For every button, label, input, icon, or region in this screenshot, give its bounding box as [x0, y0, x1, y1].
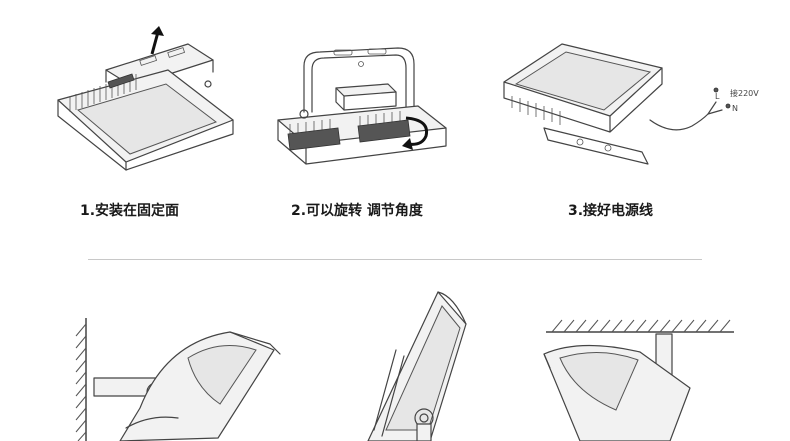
step-1-illustration [48, 22, 248, 172]
ceiling-mount-illustration [540, 318, 740, 441]
step-3-illustration: 接220V L N [492, 40, 777, 175]
voltage-label: 接220V [730, 89, 759, 98]
section-divider [88, 259, 702, 260]
step-1-label: 1.安装在固定面 [80, 203, 180, 219]
step-2-illustration [268, 40, 468, 175]
floor-mount-illustration [356, 290, 486, 441]
step-2-label: 2.可以旋转 调节角度 [291, 203, 423, 219]
wall-mount-illustration [70, 318, 290, 441]
step-3-label: 3.接好电源线 [568, 203, 654, 219]
terminal-l-label: L [715, 92, 720, 101]
terminal-n-label: N [732, 104, 738, 113]
